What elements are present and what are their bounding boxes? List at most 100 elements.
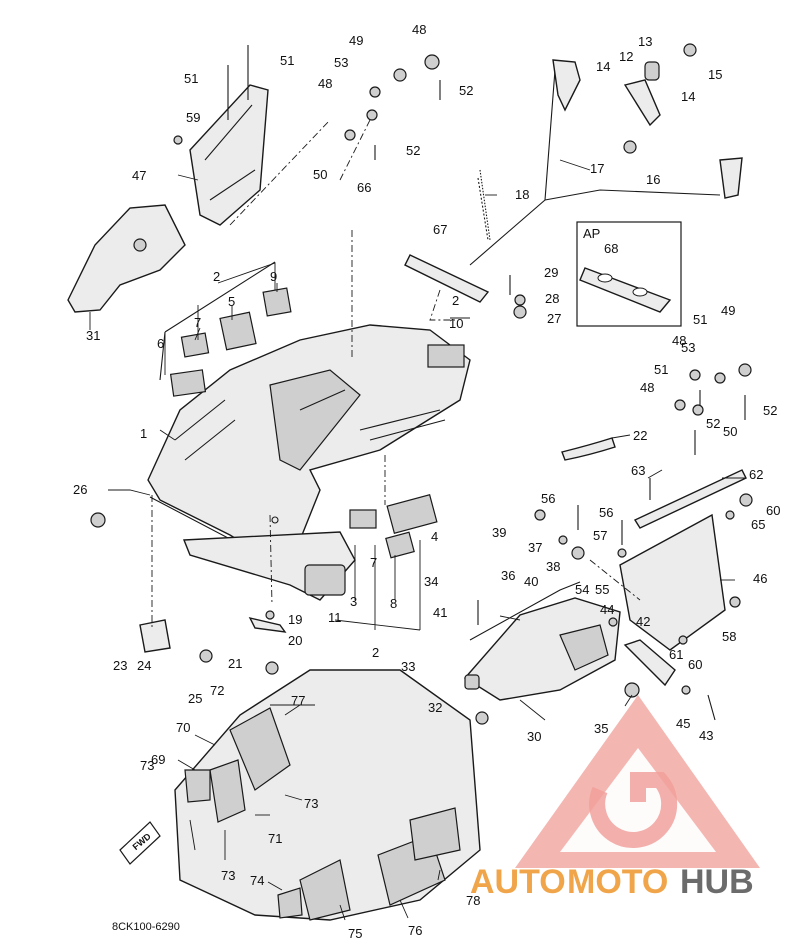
callout-50: 50: [313, 167, 327, 182]
callout-2: 2: [372, 645, 379, 660]
watermark-logo: [515, 695, 760, 868]
callout-52: 52: [706, 416, 720, 431]
hose-part-22: [561, 437, 616, 461]
callout-36: 36: [501, 568, 515, 583]
callout-2: 2: [213, 269, 220, 284]
callout-1: 1: [140, 426, 147, 441]
callout-65: 65: [751, 517, 765, 532]
leader-lines: [89, 159, 746, 921]
callout-69: 69: [151, 752, 165, 767]
callout-46: 46: [753, 571, 767, 586]
callout-51: 51: [654, 362, 668, 377]
callout-48: 48: [412, 22, 426, 37]
callout-21: 21: [228, 656, 242, 671]
callout-49: 49: [349, 33, 363, 48]
callout-53: 53: [681, 340, 695, 355]
lower-shell: [174, 669, 481, 921]
duct-assembly-part-30: [463, 581, 676, 701]
bracket-part-31: [67, 204, 186, 313]
callout-38: 38: [546, 559, 560, 574]
callout-43: 43: [699, 728, 713, 743]
callout-14: 14: [596, 59, 610, 74]
callout-23: 23: [113, 658, 127, 673]
callout-71: 71: [268, 831, 282, 846]
callout-56: 56: [599, 505, 613, 520]
callout-34: 34: [424, 574, 438, 589]
svg-text:HUB: HUB: [680, 863, 754, 901]
callout-58: 58: [722, 629, 736, 644]
callout-76: 76: [408, 923, 422, 938]
callout-73: 73: [304, 796, 318, 811]
callout-29: 29: [544, 265, 558, 280]
callout-numbers: 1 2 2 2 3 4 5 6 7 7 8 9 10 11 12 13 14 1…: [73, 22, 780, 941]
callout-11: 11: [328, 610, 342, 625]
side-panel-part-46: [619, 513, 726, 651]
callout-3: 3: [350, 594, 357, 609]
callout-8: 8: [390, 596, 397, 611]
callout-45: 45: [676, 716, 690, 731]
callout-54: 54: [575, 582, 589, 597]
callout-37: 37: [528, 540, 542, 555]
callout-24: 24: [137, 658, 151, 673]
callout-39: 39: [492, 525, 506, 540]
callout-60: 60: [766, 503, 780, 518]
callout-44: 44: [600, 602, 614, 617]
callout-73: 73: [140, 758, 154, 773]
seal-pads: [159, 261, 465, 559]
callout-33: 33: [401, 659, 415, 674]
callout-6: 6: [157, 336, 164, 351]
callout-10: 10: [449, 316, 463, 331]
callout-41: 41: [433, 605, 447, 620]
svg-text:AUTO: AUTO: [470, 863, 566, 901]
callout-42: 42: [636, 614, 650, 629]
callout-53: 53: [334, 55, 348, 70]
callout-20: 20: [288, 633, 302, 648]
callout-5: 5: [228, 294, 235, 309]
callout-68: 68: [604, 241, 618, 256]
callout-17: 17: [590, 161, 604, 176]
callout-12: 12: [619, 49, 633, 64]
forward-arrow: FWD: [119, 821, 161, 865]
callout-51: 51: [693, 312, 707, 327]
svg-text:MOTO: MOTO: [567, 863, 668, 901]
callout-47: 47: [132, 168, 146, 183]
callout-57: 57: [593, 528, 607, 543]
callout-16: 16: [646, 172, 660, 187]
callout-52: 52: [763, 403, 777, 418]
callout-74: 74: [250, 873, 264, 888]
callout-27: 27: [547, 311, 561, 326]
callout-63: 63: [631, 463, 645, 478]
callout-73: 73: [221, 868, 235, 883]
phantom-lines: [151, 119, 641, 630]
side-frame-part-47: [189, 84, 269, 226]
callout-55: 55: [595, 582, 609, 597]
fasteners: [90, 43, 753, 725]
callout-25: 25: [188, 691, 202, 706]
callout-72: 72: [210, 683, 224, 698]
callout-50: 50: [723, 424, 737, 439]
gasket-part-67: [404, 254, 490, 303]
callout-52: 52: [406, 143, 420, 158]
watermark-text: AUTO MOTO HUB: [470, 863, 754, 901]
callout-32: 32: [428, 700, 442, 715]
callout-35: 35: [594, 721, 608, 736]
callout-52: 52: [459, 83, 473, 98]
callout-51: 51: [280, 53, 294, 68]
callout-48: 48: [672, 333, 686, 348]
callout-30: 30: [527, 729, 541, 744]
callout-66: 66: [357, 180, 371, 195]
lower-cowl-panel: [182, 531, 356, 601]
callout-7: 7: [194, 315, 201, 330]
callout-67: 67: [433, 222, 447, 237]
callout-26: 26: [73, 482, 87, 497]
callout-51: 51: [184, 71, 198, 86]
callout-15: 15: [708, 67, 722, 82]
svg-text:AP: AP: [583, 226, 600, 241]
drawing-code: 8CK100-6290: [112, 921, 180, 933]
callout-77: 77: [291, 693, 305, 708]
callout-49: 49: [721, 303, 735, 318]
callout-78: 78: [466, 893, 480, 908]
callout-4: 4: [431, 529, 438, 544]
